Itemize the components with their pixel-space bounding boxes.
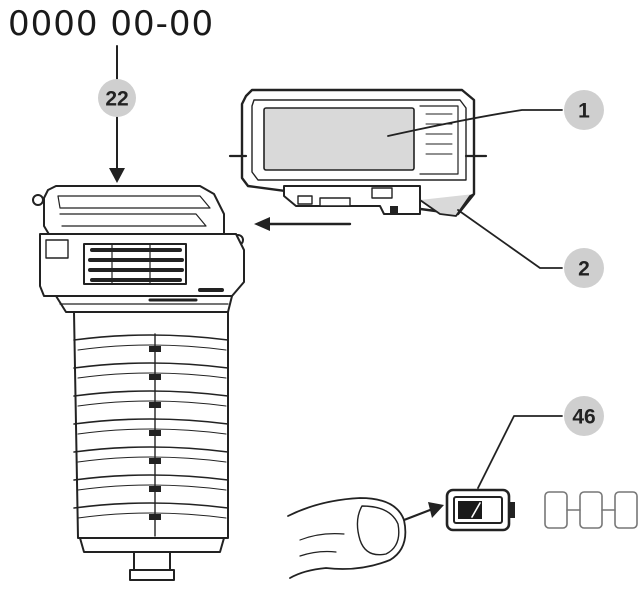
callout-46-label: 46	[572, 406, 595, 429]
battery-indicator-icon	[445, 488, 638, 532]
finger-press-icon	[287, 497, 444, 579]
insert-arrow-down	[109, 45, 125, 183]
callout-46: 46	[564, 396, 604, 436]
callout-1-label: 1	[578, 100, 590, 123]
callout-22: 22	[98, 79, 136, 117]
callout-22-label: 22	[105, 88, 128, 111]
part-code: 0000 00-00	[8, 4, 215, 44]
callout-1-leader	[387, 109, 563, 137]
callout-2-leader	[457, 209, 563, 269]
callout-1: 1	[564, 90, 604, 130]
slide-in-arrow	[254, 217, 352, 231]
callout-46-leader	[477, 415, 563, 489]
battery-pack-icon	[228, 88, 488, 217]
power-tool-handle-icon	[32, 185, 245, 581]
callout-2: 2	[564, 248, 604, 288]
callout-2-label: 2	[578, 258, 590, 281]
